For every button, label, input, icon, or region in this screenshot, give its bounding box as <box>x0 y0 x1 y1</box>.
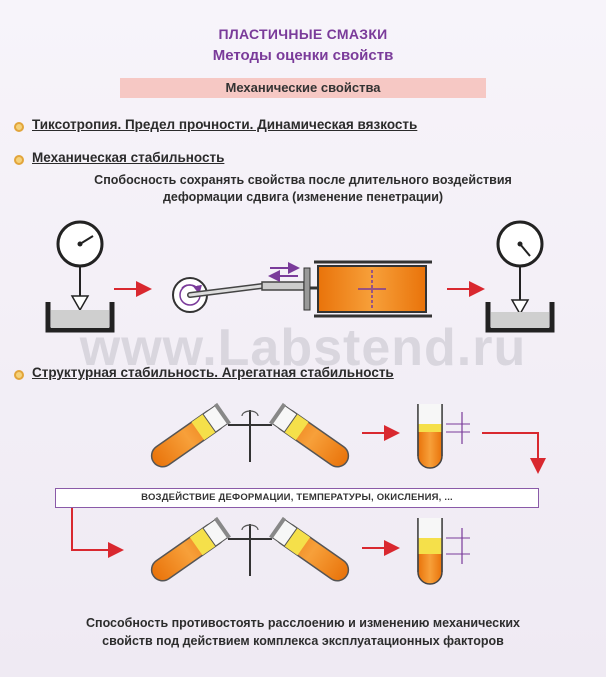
test-tube-tilted-right-icon <box>269 516 350 582</box>
penetrometer-left-icon <box>45 220 115 333</box>
section-heading-structural-stability: Структурная стабильность. Агрегатная ста… <box>32 365 394 380</box>
influence-banner: ВОЗДЕЙСТВИЕ ДЕФОРМАЦИИ, ТЕМПЕРАТУРЫ, ОКИ… <box>55 488 539 508</box>
test-tube-tilted-right-icon <box>269 402 350 468</box>
test-tube-upright-icon <box>417 518 470 585</box>
bullet-icon <box>14 155 24 165</box>
test-tube-tilted-left-icon <box>150 516 231 582</box>
footer-line2: свойств под действием комплекса эксплуат… <box>102 634 504 648</box>
watermark: www.Labstend.ru <box>79 319 527 377</box>
penetrometer-right-icon <box>485 220 555 333</box>
page-subtitle: Методы оценки свойств <box>212 47 394 64</box>
mechanical-description-line1: Спобосность сохранять свойства после дли… <box>94 173 512 187</box>
arrow-icon <box>482 432 546 474</box>
test-tube-tilted-left-icon <box>150 402 231 468</box>
test-tube-upright-icon <box>417 404 470 469</box>
footer-line1: Способность противостоять расслоению и и… <box>86 616 520 630</box>
bullet-icon <box>14 122 24 132</box>
footer-description: Способность противостоять расслоению и и… <box>0 614 606 650</box>
bullet-icon <box>14 370 24 380</box>
grease-worker-icon <box>172 260 432 318</box>
arrow-icon <box>71 508 124 558</box>
section-heading-thixotropy: Тиксотропия. Предел прочности. Динамичес… <box>32 117 418 132</box>
tube-holder-icon <box>228 524 272 576</box>
tube-holder-icon <box>228 410 272 462</box>
mechanical-description-line2: деформации сдвига (изменение пенетрации) <box>162 190 444 204</box>
section-heading-mechanical-stability: Механическая стабильность <box>32 150 225 165</box>
section-band-mechanical: Механические свойства <box>120 78 486 98</box>
page-title: ПЛАСТИЧНЫЕ СМАЗКИ <box>218 26 388 42</box>
